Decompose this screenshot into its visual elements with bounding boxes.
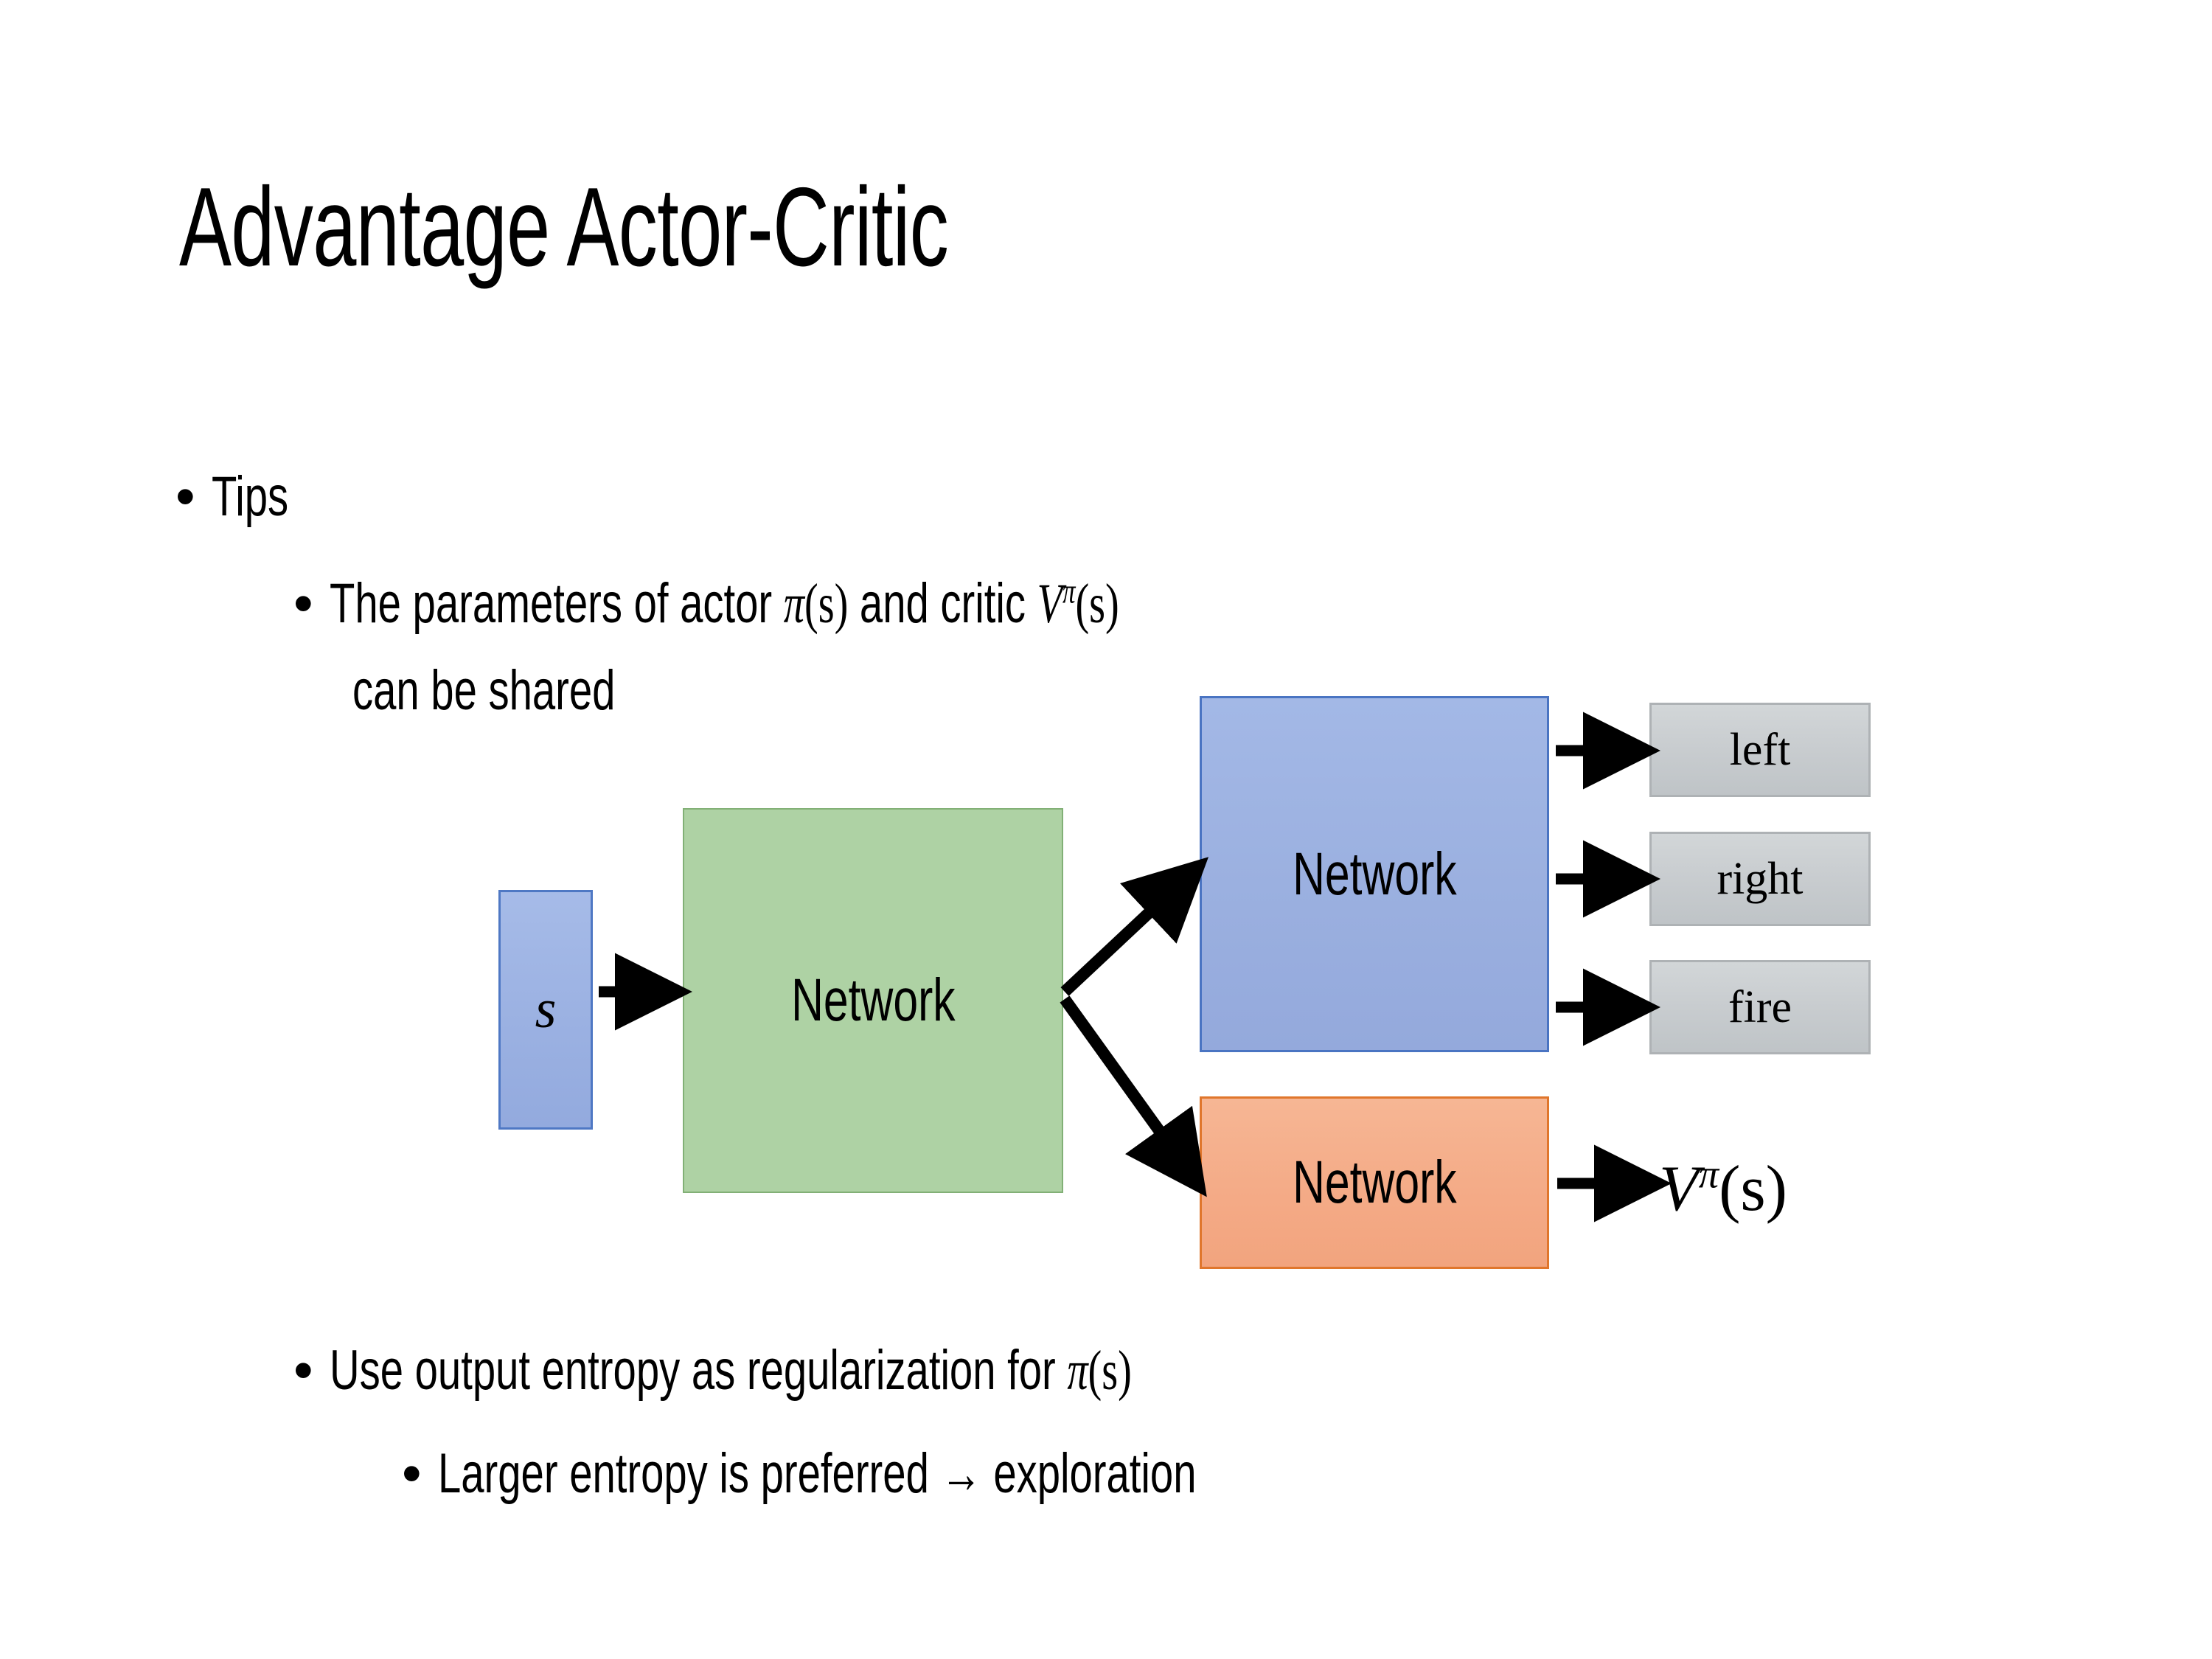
bullet-can-be-shared-label: can be shared xyxy=(352,659,616,722)
actor-network-box: Network xyxy=(1200,696,1549,1052)
math-V-symbol: V xyxy=(1037,573,1063,635)
bullet-parameters: • The parameters of actor π(s) and criti… xyxy=(293,571,1397,636)
critic-output-superscript-pi: π xyxy=(1698,1151,1719,1197)
shared-network-box: Network xyxy=(683,808,1063,1193)
bullet-marker-icon: • xyxy=(175,465,195,528)
page-title: Advantage Actor-Critic xyxy=(179,164,949,290)
math-pi-symbol: π xyxy=(784,573,805,635)
text-entropy-prefix: Use output entropy as regularization for xyxy=(330,1339,1068,1402)
bullet-marker-icon: • xyxy=(402,1442,422,1505)
math-pi-argument: (s) xyxy=(1088,1340,1133,1402)
bullet-entropy-label: Use output entropy as regularization for… xyxy=(330,1338,1132,1403)
math-pi-symbol: π xyxy=(1067,1340,1088,1402)
bullet-larger-entropy: • Larger entropy is preferred → explorat… xyxy=(402,1441,1463,1506)
critic-network-box: Network xyxy=(1200,1096,1549,1269)
action-box-fire: fire xyxy=(1649,960,1871,1054)
bullet-marker-icon: • xyxy=(293,1339,313,1402)
action-box-left: left xyxy=(1649,703,1871,797)
arrow-shared-to-actor xyxy=(1060,857,1209,996)
critic-output-argument: (s) xyxy=(1719,1153,1787,1225)
critic-output-V-symbol: V xyxy=(1659,1153,1699,1225)
bullet-tips-label: Tips xyxy=(212,465,289,528)
bullet-larger-entropy-label: Larger entropy is preferred → exploratio… xyxy=(438,1442,1197,1505)
bullet-parameters-label: The parameters of actor π(s) and critic … xyxy=(330,571,1119,636)
action-label-right: right xyxy=(1717,853,1804,904)
bullet-parameters-continuation: can be shared xyxy=(352,658,708,723)
shared-network-label: Network xyxy=(790,967,956,1034)
math-V-superscript-pi: π xyxy=(1062,572,1076,611)
bullet-entropy: • Use output entropy as regularization f… xyxy=(293,1338,1414,1403)
critic-network-label: Network xyxy=(1292,1149,1457,1216)
arrow-shared-to-critic xyxy=(1060,995,1207,1197)
action-label-left: left xyxy=(1729,724,1791,775)
action-label-fire: fire xyxy=(1728,981,1792,1032)
input-state-box: s xyxy=(498,890,593,1130)
critic-output-label: Vπ(s) xyxy=(1659,1150,1787,1226)
action-box-right: right xyxy=(1649,832,1871,926)
actor-network-label: Network xyxy=(1292,840,1457,908)
text-parameters-prefix: The parameters of actor xyxy=(330,572,785,635)
bullet-tips: • Tips xyxy=(175,465,316,529)
input-state-label: s xyxy=(535,979,557,1040)
text-parameters-middle: and critic xyxy=(848,572,1038,635)
math-V-argument: (s) xyxy=(1075,573,1120,635)
bullet-marker-icon: • xyxy=(293,572,313,635)
math-pi-argument: (s) xyxy=(804,573,849,635)
